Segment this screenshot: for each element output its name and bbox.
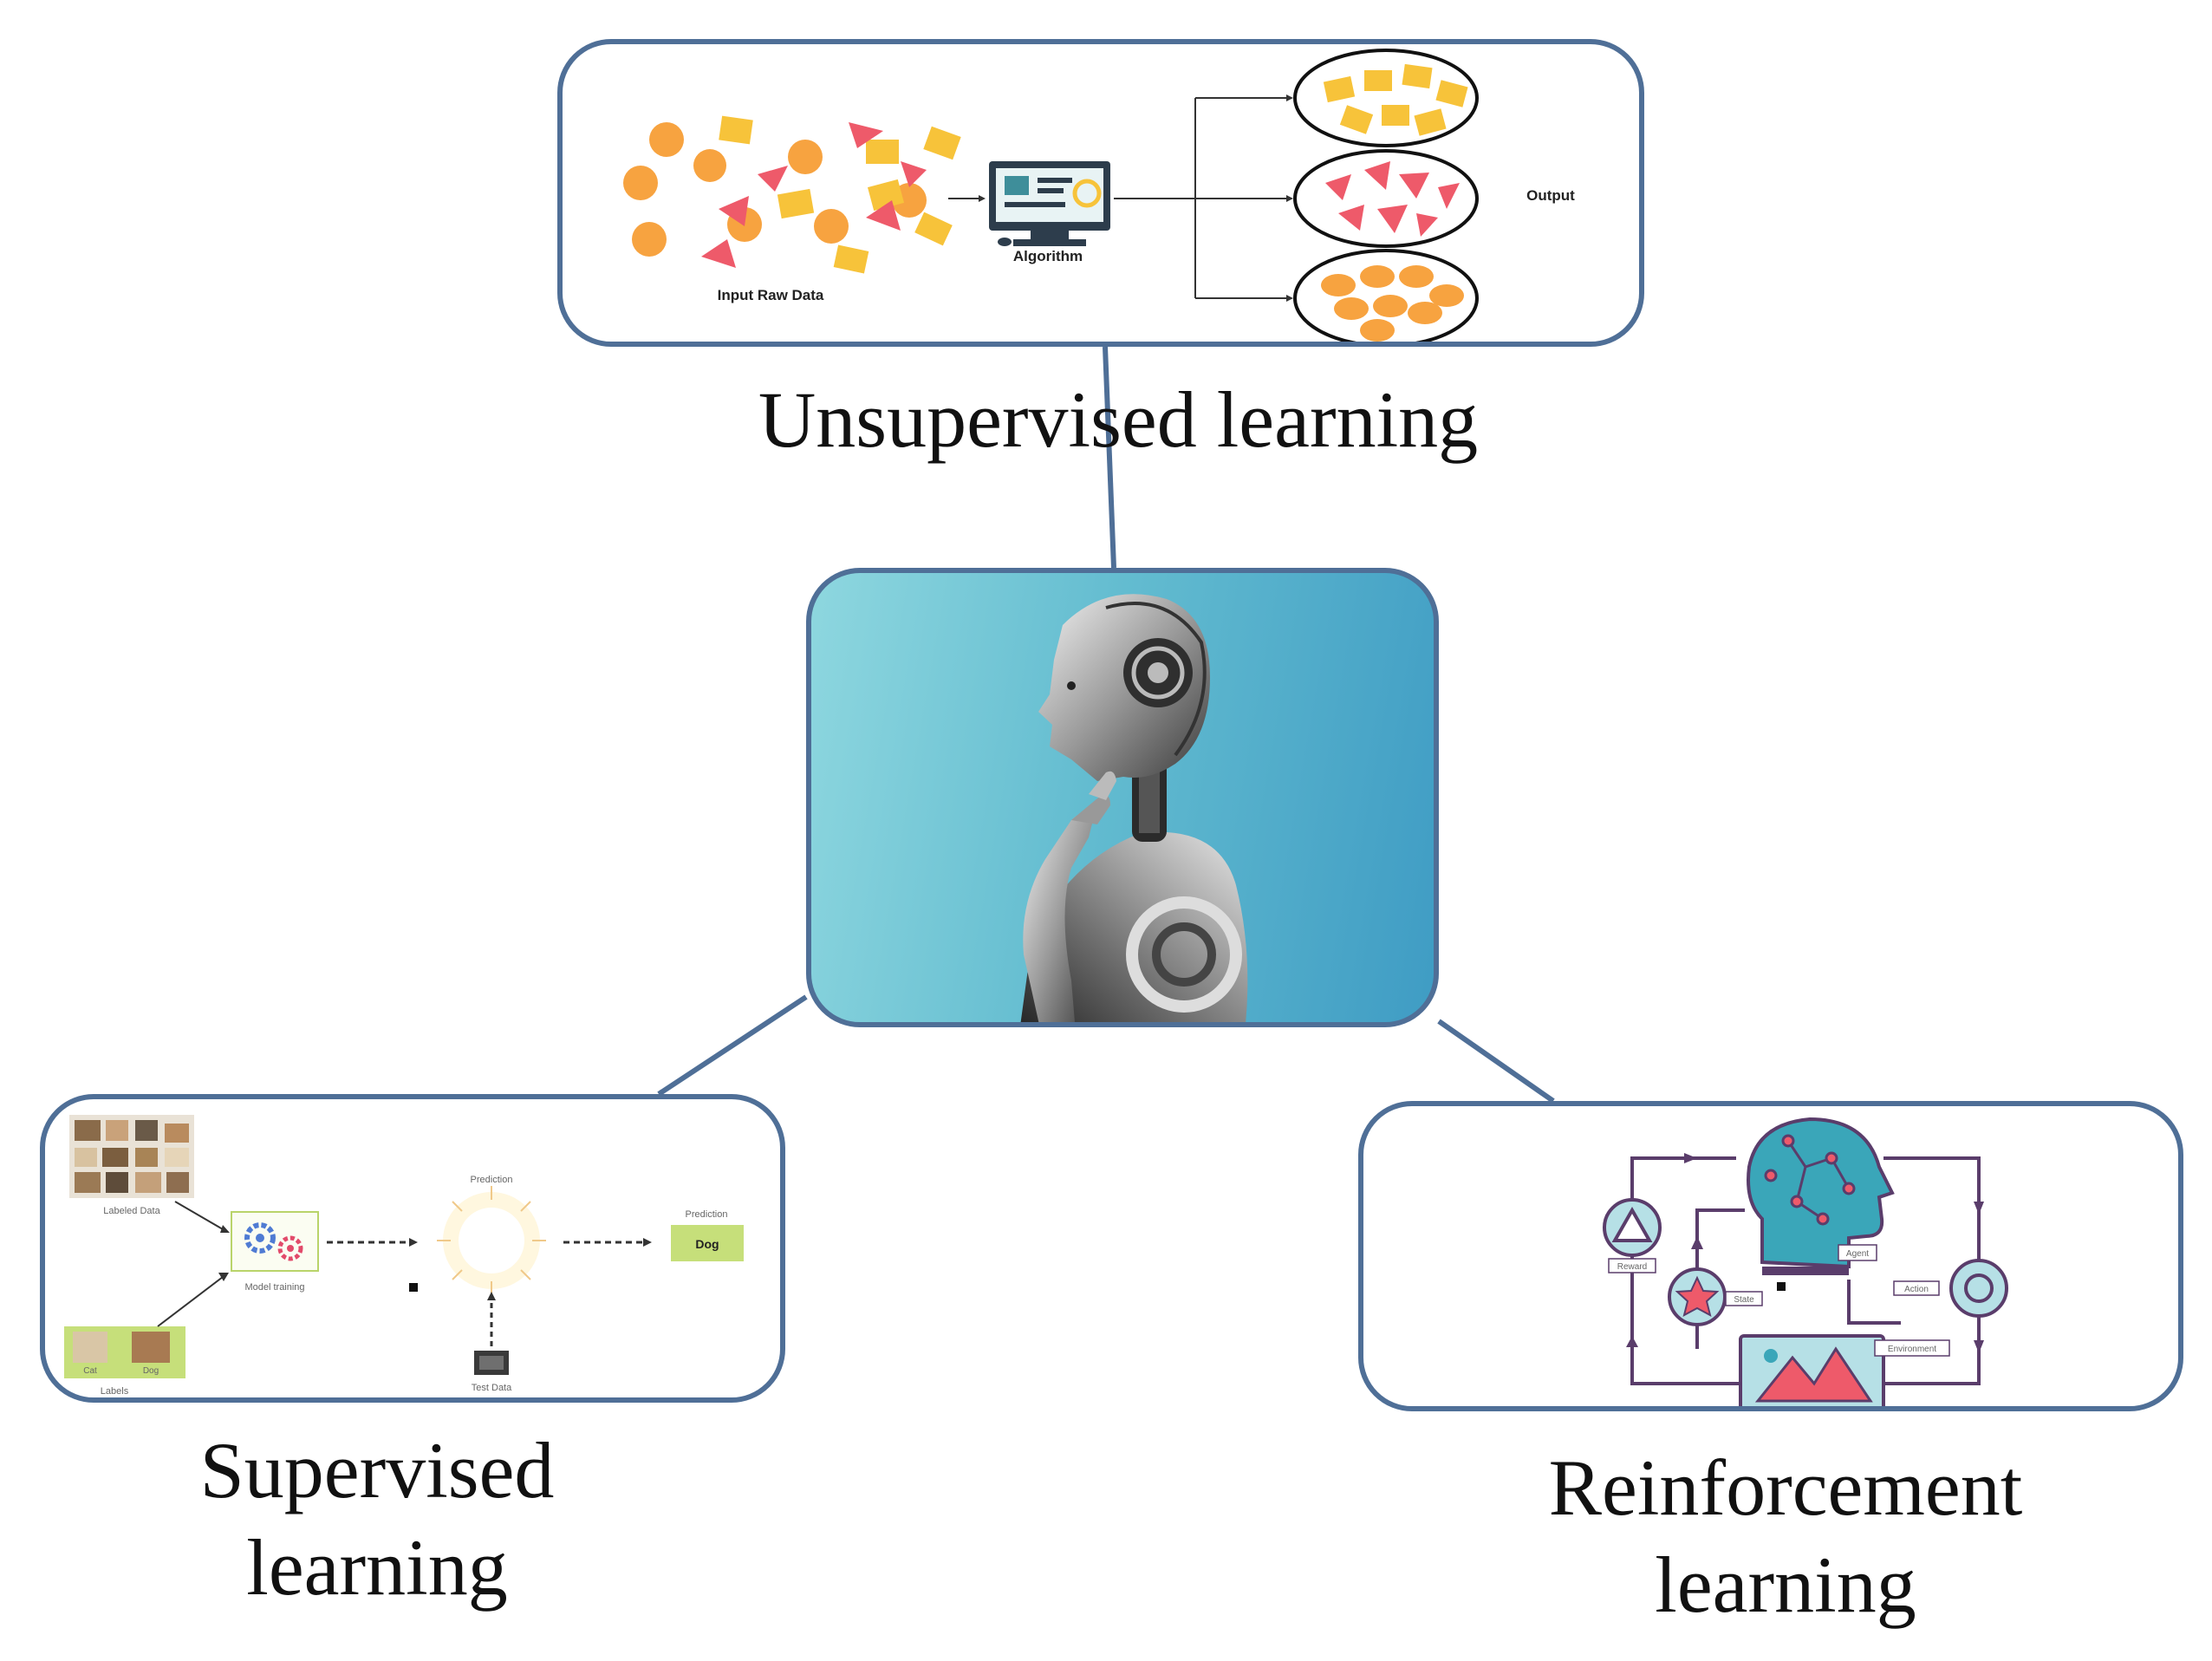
star-icon xyxy=(1668,1267,1727,1326)
labels-label: Labels xyxy=(101,1386,129,1397)
gears-icon xyxy=(231,1211,319,1272)
circle-icon xyxy=(1949,1259,2008,1318)
action-label: Action xyxy=(1904,1285,1929,1294)
output-label: Output xyxy=(1526,187,1575,204)
model-training-label: Model training xyxy=(244,1282,304,1293)
reward-label: Reward xyxy=(1617,1262,1647,1272)
connector-unsup-center xyxy=(1103,346,1116,569)
head-circuit-icon xyxy=(1747,1117,1895,1275)
supervised-title-line1: Supervised xyxy=(199,1426,555,1514)
supervised-panel: Labeled Data Model training Cat Dog Labe… xyxy=(40,1094,785,1403)
input-raw-data-label: Input Raw Data xyxy=(718,287,824,303)
prediction-label: Prediction xyxy=(471,1175,513,1185)
labels-pictures: Cat Dog xyxy=(64,1326,185,1378)
mountain-icon xyxy=(1739,1334,1885,1406)
agent-label: Agent xyxy=(1846,1249,1869,1259)
unsupervised-diagram: Input Raw Data Algorithm xyxy=(623,49,1575,342)
reinforcement-title-line1: Reinforcement xyxy=(1548,1443,2023,1532)
input-raw-data-shapes xyxy=(623,115,961,274)
labeled-data-grid xyxy=(69,1115,194,1198)
cat-label: Cat xyxy=(83,1366,97,1376)
unsupervised-title: Unsupervised learning xyxy=(758,375,1479,464)
dog-label: Dog xyxy=(143,1366,159,1376)
robot-icon xyxy=(1020,594,1248,1022)
unsupervised-panel: Input Raw Data Algorithm xyxy=(557,39,1644,347)
reinforcement-title-line2: learning xyxy=(1655,1540,1916,1629)
result-header: Prediction xyxy=(686,1209,728,1220)
test-data-label: Test Data xyxy=(472,1383,512,1393)
supervised-title: Supervised learning xyxy=(113,1422,641,1616)
supervised-diagram: Labeled Data Model training Cat Dog Labe… xyxy=(64,1115,744,1397)
test-data-icon xyxy=(474,1351,509,1375)
algorithm-label: Algorithm xyxy=(1013,248,1083,264)
supervised-title-line2: learning xyxy=(246,1523,508,1612)
environment-label: Environment xyxy=(1888,1345,1936,1354)
output-cluster-triangles xyxy=(1293,149,1479,248)
reinforcement-diagram: Agent Reward State Action xyxy=(1603,1117,2008,1406)
computer-icon xyxy=(989,161,1110,246)
triangle-icon xyxy=(1603,1198,1662,1257)
reinforcement-panel: Agent Reward State Action xyxy=(1358,1101,2183,1411)
result-value: Dog xyxy=(695,1237,719,1251)
output-cluster-circles xyxy=(1293,249,1479,342)
labeled-data-label: Labeled Data xyxy=(103,1206,160,1216)
reinforcement-title: Reinforcement learning xyxy=(1474,1439,2098,1633)
state-label: State xyxy=(1734,1295,1754,1305)
output-cluster-squares xyxy=(1293,49,1479,147)
connector-center-rl xyxy=(1437,1019,1555,1104)
center-ai-panel xyxy=(806,568,1439,1027)
connector-center-sup xyxy=(657,994,808,1097)
prediction-burst xyxy=(437,1186,546,1295)
